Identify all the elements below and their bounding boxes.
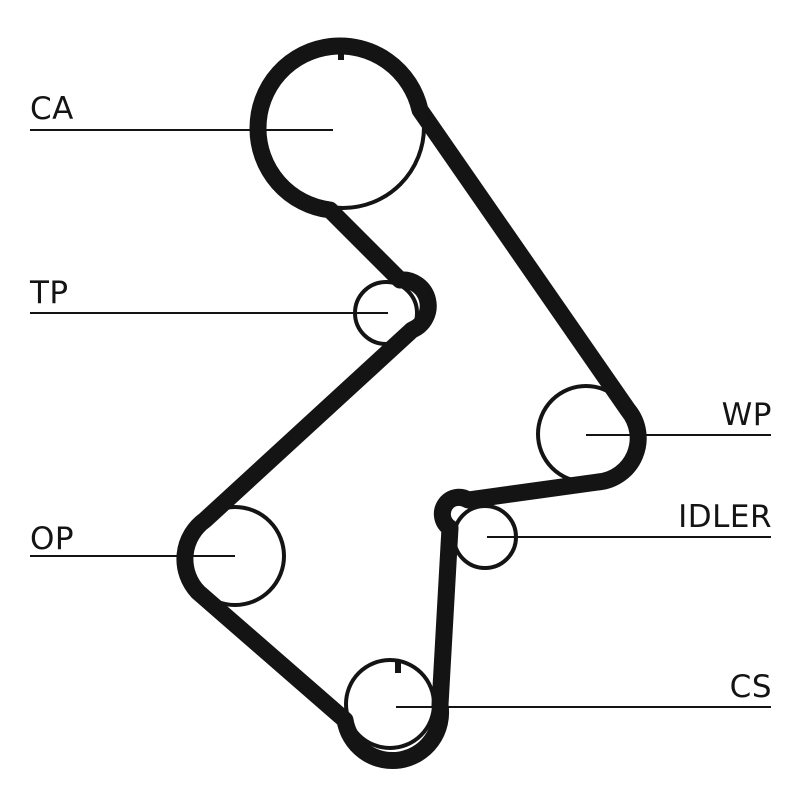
label-tp: TP — [30, 275, 69, 311]
label-ca: CA — [30, 91, 74, 127]
camshaft-pulley — [260, 44, 426, 210]
camshaft-timing-mark — [338, 48, 344, 60]
label-idler: IDLER — [678, 499, 772, 535]
timing-belt — [176, 37, 647, 770]
label-cs: CS — [729, 669, 772, 705]
label-wp: WP — [721, 397, 772, 433]
crankshaft-timing-mark — [395, 662, 401, 673]
label-op: OP — [30, 521, 75, 557]
crankshaft-pulley — [344, 658, 436, 750]
